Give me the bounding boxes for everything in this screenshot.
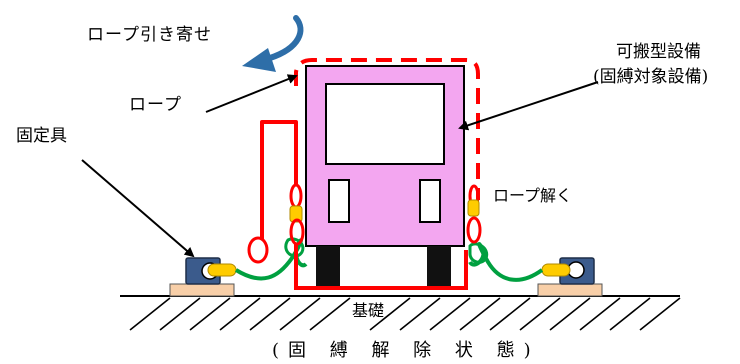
- left-shackle: [207, 263, 237, 277]
- fixture-label: 固定具: [16, 126, 67, 146]
- rope-pull-label: ロープ引き寄せ: [87, 25, 212, 45]
- ground-hatching: [129, 297, 681, 331]
- rope-leader: [205, 74, 298, 113]
- dashed-rope: [294, 58, 480, 200]
- rope-label: ロープ: [129, 95, 182, 115]
- diagram-caption: (固 縛 解 除 状 態): [272, 340, 540, 361]
- right-base-plate: [537, 283, 603, 297]
- left-base-plate: [169, 283, 235, 297]
- right-shackle: [541, 263, 571, 277]
- equipment-slot-right: [419, 179, 441, 223]
- equipment-slot-left: [328, 179, 350, 223]
- foundation-label: 基礎: [352, 301, 385, 320]
- equipment-leg-left: [316, 246, 340, 286]
- left-rope: [260, 120, 298, 240]
- rope-untie-label: ロープ解く: [493, 186, 573, 205]
- equipment-leg-right: [427, 246, 451, 286]
- curved-arrow-icon: [267, 15, 304, 61]
- fixture-leader: [81, 159, 195, 258]
- equipment-leader: [458, 81, 599, 131]
- equipment-label: 可搬型設備: [616, 42, 701, 62]
- equipment-window: [325, 83, 445, 165]
- equipment-sublabel: (固縛対象設備): [593, 67, 709, 87]
